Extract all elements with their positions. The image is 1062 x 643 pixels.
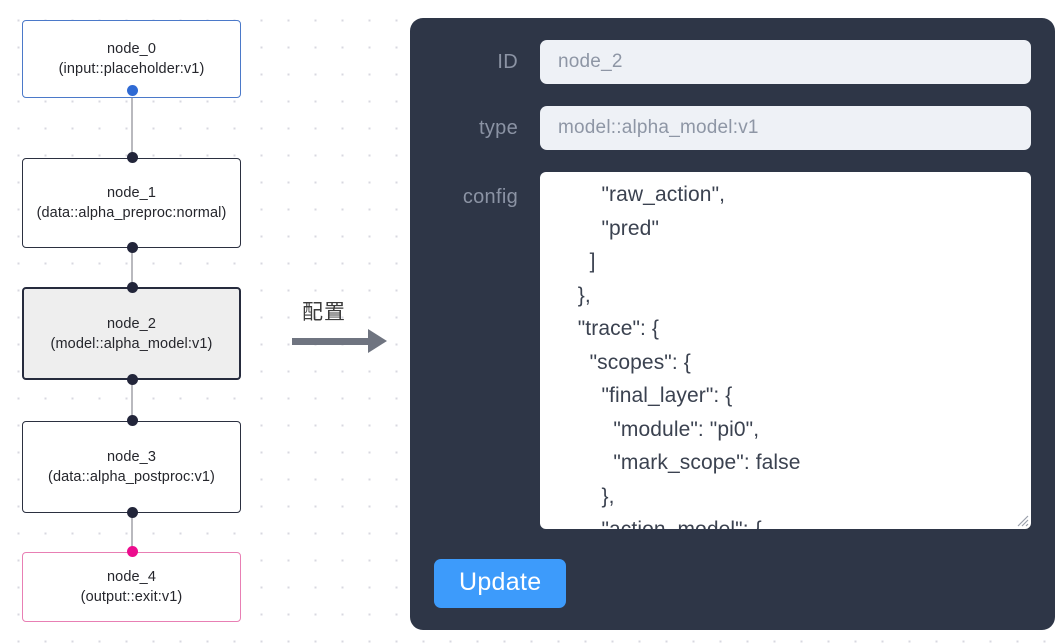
arrow-label: 配置 bbox=[302, 300, 346, 324]
node-handle-node_2-source[interactable] bbox=[126, 374, 138, 385]
field-row-config: config "raw_action", "pred" ] }, "trace"… bbox=[434, 172, 1031, 529]
config-editor-wrap: "raw_action", "pred" ] }, "trace": { "sc… bbox=[540, 172, 1031, 529]
id-field-label: ID bbox=[497, 50, 518, 73]
field-row-id: ID bbox=[434, 40, 1031, 84]
node-config-panel: ID type config "raw_action", "pred" ] },… bbox=[410, 18, 1055, 630]
config-field-label: config bbox=[462, 186, 518, 208]
node-handle-node_2-target[interactable] bbox=[126, 282, 138, 293]
node-handle-node_0-source[interactable] bbox=[126, 85, 138, 96]
edge-node1-node2 bbox=[131, 240, 133, 292]
type-field-label: type bbox=[478, 116, 518, 139]
graph-node-node_1[interactable]: node_1 (data::alpha_preproc:normal) bbox=[22, 158, 241, 248]
graph-node-node_3[interactable]: node_3 (data::alpha_postproc:v1) bbox=[22, 421, 241, 513]
node-handle-node_1-source[interactable] bbox=[126, 242, 138, 253]
node-title: node_3 bbox=[107, 449, 156, 465]
edge-node3-node4 bbox=[131, 505, 133, 555]
edge-node2-node3 bbox=[131, 372, 133, 427]
annotation-arrow-group: 配置 bbox=[292, 296, 397, 366]
node-subtitle: (data::alpha_postproc:v1) bbox=[48, 469, 215, 485]
node-subtitle: (input::placeholder:v1) bbox=[58, 61, 205, 77]
node-title: node_0 bbox=[107, 41, 156, 57]
field-row-type: type bbox=[434, 106, 1031, 150]
edge-node0-node1 bbox=[131, 90, 133, 162]
node-handle-node_1-target[interactable] bbox=[126, 152, 138, 163]
graph-node-node_4[interactable]: node_4 (output::exit:v1) bbox=[22, 552, 241, 622]
arrow-head-icon bbox=[368, 329, 387, 353]
node-handle-node_4-target[interactable] bbox=[126, 546, 138, 557]
update-button[interactable]: Update bbox=[434, 559, 567, 608]
node-title: node_1 bbox=[107, 185, 156, 201]
graph-node-node_2[interactable]: node_2 (model::alpha_model:v1) bbox=[22, 287, 241, 380]
config-textarea[interactable]: "raw_action", "pred" ] }, "trace": { "sc… bbox=[540, 172, 1031, 529]
node-handle-node_3-source[interactable] bbox=[126, 507, 138, 518]
type-input[interactable] bbox=[540, 106, 1031, 150]
node-subtitle: (data::alpha_preproc:normal) bbox=[36, 205, 227, 221]
node-handle-node_3-target[interactable] bbox=[126, 415, 138, 426]
node-subtitle: (output::exit:v1) bbox=[80, 589, 183, 605]
node-graph-canvas[interactable]: node_0 (input::placeholder:v1) node_1 (d… bbox=[0, 0, 400, 643]
node-title: node_4 bbox=[107, 569, 156, 585]
arrow-right-icon bbox=[292, 338, 370, 345]
node-subtitle: (model::alpha_model:v1) bbox=[50, 335, 213, 352]
node-title: node_2 bbox=[107, 315, 156, 332]
id-input[interactable] bbox=[540, 40, 1031, 84]
